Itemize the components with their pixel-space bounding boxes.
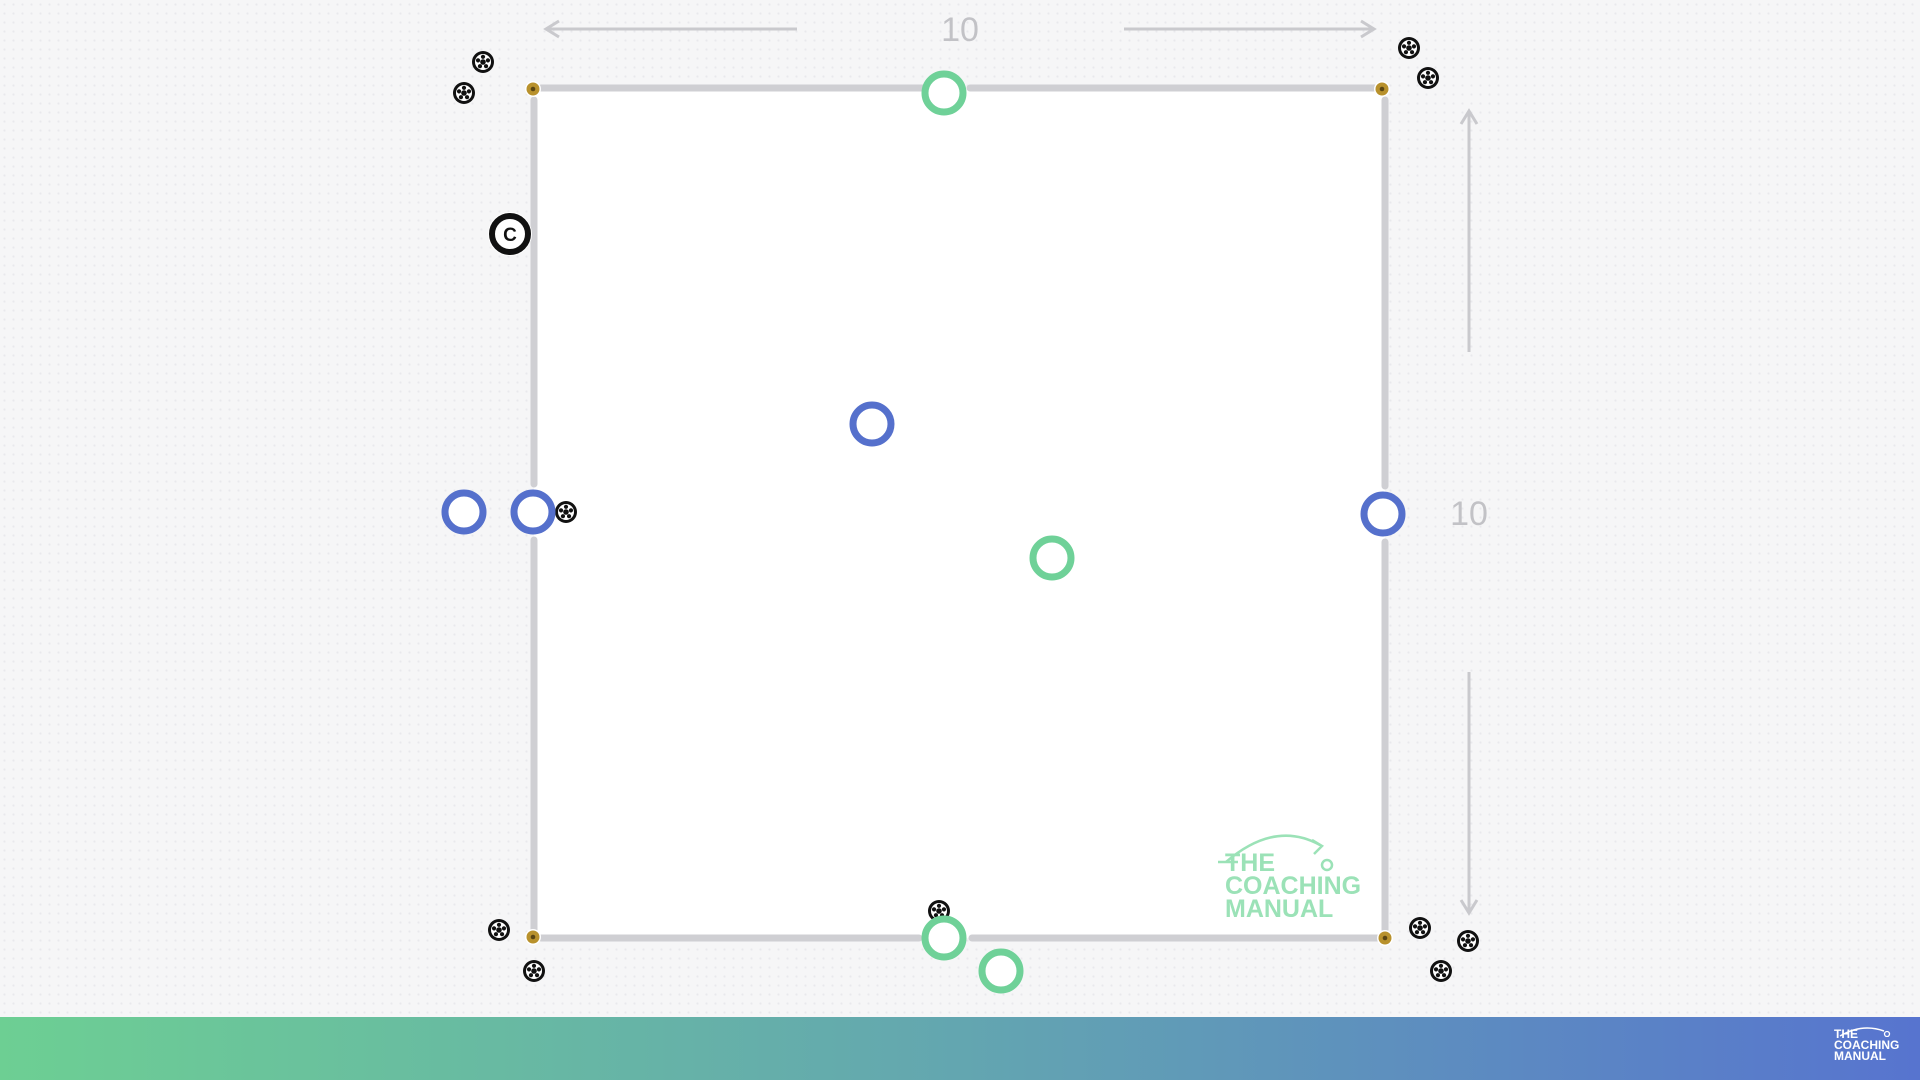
soccer-ball-icon (453, 82, 475, 104)
watermark-line1: THE (1225, 849, 1275, 877)
width-label: 10 (941, 11, 979, 49)
soccer-ball-icon (488, 919, 510, 941)
player-marker-icon (978, 948, 1024, 994)
player-marker-icon (1029, 535, 1075, 581)
footer-logo-line2: COACHING (1834, 1038, 1900, 1052)
player-marker-icon (849, 401, 895, 447)
logo-arc-icon (1839, 1027, 1891, 1037)
height-arrowhead-up (1459, 108, 1479, 125)
footer-bar: THE COACHING MANUAL (0, 1017, 1920, 1080)
width-arrowhead-left (543, 19, 560, 39)
soccer-ball-icon (555, 501, 577, 523)
player-marker-icon (510, 489, 556, 535)
watermark-logo: THE COACHING MANUAL (1218, 834, 1361, 923)
footer-logo-line3: MANUAL (1834, 1049, 1886, 1063)
player-marker-icon (1360, 491, 1406, 537)
watermark-line3: MANUAL (1225, 895, 1333, 923)
player-marker-icon (921, 915, 967, 961)
soccer-ball-icon (1457, 930, 1479, 952)
cone-marker-icon (525, 929, 541, 945)
height-arrowhead-down (1459, 899, 1479, 916)
pitch-area (534, 88, 1385, 938)
pitch-boundary (530, 84, 1389, 942)
green-team (921, 70, 1075, 994)
cone-marker-icon (525, 81, 541, 97)
soccer-ball-icon (523, 960, 545, 982)
watermark-arc (1225, 834, 1321, 863)
blue-team (441, 401, 1406, 537)
height-dimension (1459, 108, 1479, 916)
soccer-ball-icon (1417, 67, 1439, 89)
soccer-ball-icon (472, 51, 494, 73)
watermark-line2: COACHING (1225, 872, 1361, 900)
width-dimension (543, 19, 1377, 39)
soccer-ball-icon (1398, 37, 1420, 59)
width-arrowhead-right (1360, 19, 1377, 39)
soccer-ball-icon (1409, 917, 1431, 939)
footer-logo: THE COACHING MANUAL (1834, 1027, 1910, 1063)
drill-diagram: 10 10 (441, 11, 1488, 994)
soccer-ball-icon (1430, 960, 1452, 982)
player-marker-icon (441, 489, 487, 535)
cone-marker-icon (1377, 930, 1393, 946)
coach-marker-icon: C (488, 212, 532, 256)
cone-marker-icon (1374, 81, 1390, 97)
coach-label: C (503, 225, 517, 246)
player-marker-icon (921, 70, 967, 116)
height-label: 10 (1450, 495, 1488, 533)
